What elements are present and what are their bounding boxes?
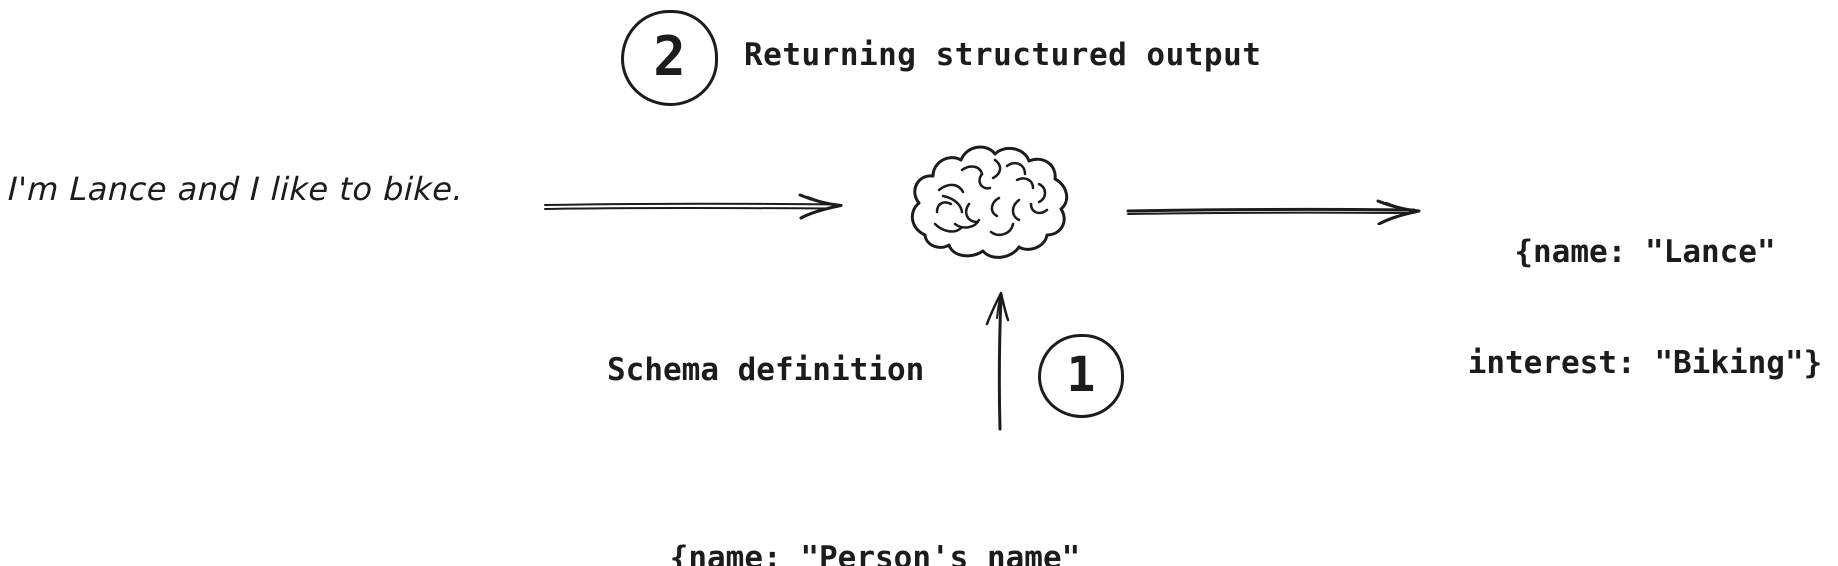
schema-definition-label: Schema definition <box>607 352 925 388</box>
brain-icon <box>910 145 1069 259</box>
step-2-badge: 2 <box>621 10 718 106</box>
step-1-number: 1 <box>1066 347 1096 403</box>
structured-output-line-2: interest: "Biking"} <box>1467 345 1823 381</box>
step-2-number: 2 <box>653 25 686 88</box>
structured-output-text: {name: "Lance" interest: "Biking"} <box>1450 160 1838 456</box>
arrow-up-schema-icon <box>985 291 1010 431</box>
structured-output-line-1: {name: "Lance" <box>1514 234 1776 270</box>
arrow-right-output-icon <box>1126 199 1421 225</box>
schema-definition-line-1: {name: "Person's name" <box>669 540 1081 566</box>
schema-definition-text: {name: "Person's name" interest: "Person… <box>590 466 1160 566</box>
diagram-title: Returning structured output <box>744 37 1262 73</box>
input-message-text: I'm Lance and I like to bike. <box>7 170 464 208</box>
arrow-right-input-icon <box>544 193 843 220</box>
step-1-badge: 1 <box>1038 334 1124 418</box>
